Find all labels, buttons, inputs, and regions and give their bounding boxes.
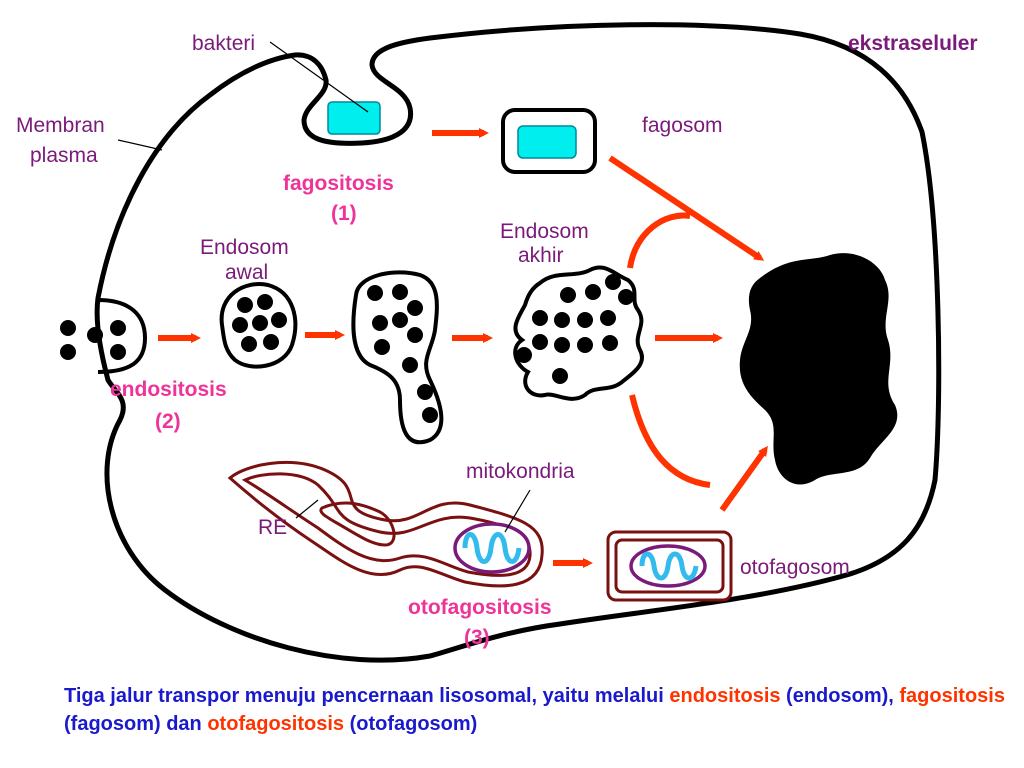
label-bacteria: bakteri [192, 32, 255, 55]
cell-membrane [94, 22, 942, 663]
caption-part1: Tiga jalur transpor menuju pencernaan li… [64, 685, 670, 707]
caption-part2: (endosom), [780, 685, 900, 707]
er-pointer [295, 499, 319, 519]
label-phagosome: fagosom [642, 114, 723, 137]
figure-caption: Tiga jalur transpor menuju pencernaan li… [64, 682, 1014, 738]
endocytosis-particles [60, 298, 148, 374]
label-early-endosome-line1: Endosom [200, 236, 289, 259]
bacteria-shape [327, 101, 381, 135]
caption-part3: (fagosom) dan [64, 713, 208, 735]
label-endocytosis: endositosis [110, 378, 227, 401]
mitochondria-in-er [453, 522, 531, 574]
label-late-endosome-line2: akhir [518, 244, 564, 267]
arrow-late-top-branch [627, 212, 691, 269]
label-phagocytosis-num: (1) [331, 202, 357, 225]
label-early-endosome-line2: awal [225, 261, 268, 284]
endocytosis-invagination [97, 298, 148, 374]
phagosome-bacteria [517, 125, 577, 159]
label-er: RE [258, 516, 287, 539]
label-membrane-line2: plasma [30, 144, 98, 167]
maturing-endosome [351, 270, 444, 445]
lysosome-shape [739, 253, 898, 485]
endoplasmic-reticulum [227, 460, 544, 588]
arrow-late-bottom-branch [629, 394, 711, 488]
caption-phagocytosis: fagositosis [899, 685, 1005, 707]
bacteria-pointer [269, 41, 369, 113]
membrane-pointer [117, 139, 163, 151]
label-extracellular: ekstraseluler [848, 32, 978, 55]
label-autophagocytosis-num: (3) [464, 626, 490, 649]
autophagosome-shape [606, 530, 733, 602]
mitochondria-pointer [504, 489, 531, 533]
caption-autophagocytosis: otofagositosis [207, 713, 345, 735]
lysosomal-transport-diagram: ekstraseluler bakteri Membran plasma fag… [16, 22, 978, 663]
label-membrane-line1: Membran [16, 114, 105, 137]
label-late-endosome-line1: Endosom [500, 220, 589, 243]
label-mitochondria: mitokondria [466, 460, 575, 483]
label-autophagocytosis: otofagositosis [408, 596, 552, 619]
label-autophagosome: otofagosom [740, 556, 850, 579]
arrow-phagosome-lysosome [608, 155, 765, 261]
early-endosome [219, 282, 298, 369]
caption-endocytosis: endositosis [669, 685, 781, 707]
label-endocytosis-num: (2) [155, 410, 181, 433]
label-phagocytosis: fagositosis [283, 172, 394, 195]
arrow-autophagosome-lysosome [719, 445, 768, 512]
caption-part4: (otofagosom) [344, 713, 478, 735]
late-endosome [513, 265, 644, 401]
